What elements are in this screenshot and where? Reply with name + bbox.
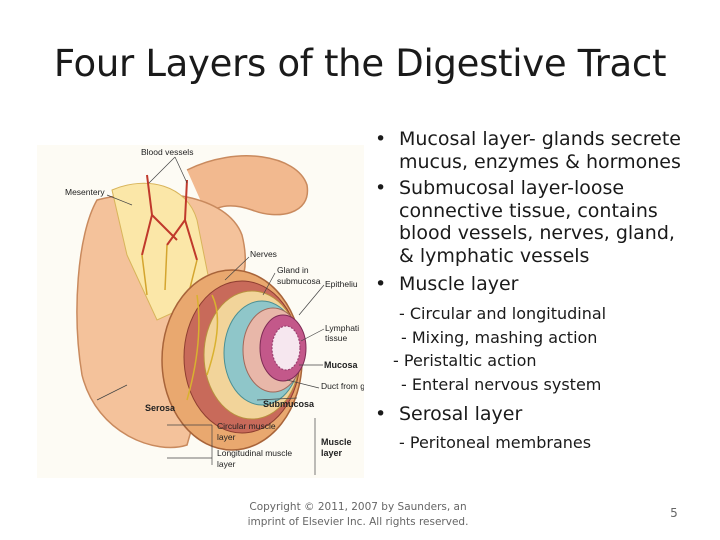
bullet-mucosal: • Mucosal layer- glands secrete mucus, e… [365,128,715,173]
bullet-submucosal-line4: & lymphatic vessels [399,244,590,267]
slide-title: Four Layers of the Digestive Tract [53,42,667,85]
label-blood-vessels: Blood vessels [141,147,193,157]
bullet-muscle: • Muscle layer [365,273,715,296]
copyright-line1: Copyright © 2011, 2007 by Saunders, an [249,501,467,513]
bullet-icon: • [375,128,387,150]
bullet-list: • Mucosal layer- glands secrete mucus, e… [365,128,715,455]
bullet-serosal-label: Serosal layer [399,402,523,425]
label-muscle-line2: layer [321,448,343,458]
bullet-submucosal: • Submucosal layer-loose connective tiss… [365,177,715,267]
bullet-mucosal-line1: Mucosal layer- glands secrete [399,128,681,150]
label-duct: Duct from gland [321,381,364,391]
label-longitudinal-line1: Longitudinal muscle [217,448,292,458]
copyright-line2: imprint of Elsevier Inc. All rights rese… [247,516,469,528]
label-mesentery: Mesentery [65,187,105,197]
muscle-sub-line2: - Mixing, mashing action [401,327,598,347]
bullet-submucosal-line1: Submucosal layer-loose [399,177,625,199]
bullet-icon: • [375,402,387,425]
serosal-sub-line: - Peritoneal membranes [399,433,592,452]
label-submucosa: Submucosa [263,399,315,409]
label-longitudinal-line2: layer [217,459,236,469]
muscle-sub-line3: - Peristaltic action [393,350,537,370]
label-gland-line1: Gland in [277,265,309,275]
label-circular-line1: Circular muscle [217,421,276,431]
copyright-notice: Copyright © 2011, 2007 by Saunders, an i… [240,500,476,530]
label-muscle-line1: Muscle [321,437,352,447]
digestive-tract-drawing: Blood vessels Mesentery Nerves Gland in … [65,147,364,475]
bullet-serosal: • Serosal layer [365,403,715,426]
bullet-icon: • [375,273,387,295]
bullet-submucosal-line2: connective tissue, contains [399,199,658,222]
label-lymphatic-line2: tissue [325,333,347,343]
label-circular-line2: layer [217,432,236,442]
label-nerves: Nerves [250,249,277,259]
label-mucosa: Mucosa [324,360,359,370]
label-lymphatic-line1: Lymphati [325,323,359,333]
digestive-tract-illustration: Blood vessels Mesentery Nerves Gland in … [37,145,364,478]
muscle-sub-line1: - Circular and longitudinal [399,303,607,323]
bullet-muscle-label: Muscle layer [399,273,519,295]
page-number: 5 [670,506,678,520]
bullet-mucosal-line2: mucus, enzymes & hormones [399,150,681,173]
label-epithelium: Epitheliu [325,279,358,289]
bullet-submucosal-line3: blood vessels, nerves, gland, [399,222,675,244]
label-serosa: Serosa [145,403,176,413]
bullet-icon: • [375,177,387,199]
label-gland-line2: submucosa [277,276,321,286]
muscle-sub-line4: - Enteral nervous system [401,374,602,394]
